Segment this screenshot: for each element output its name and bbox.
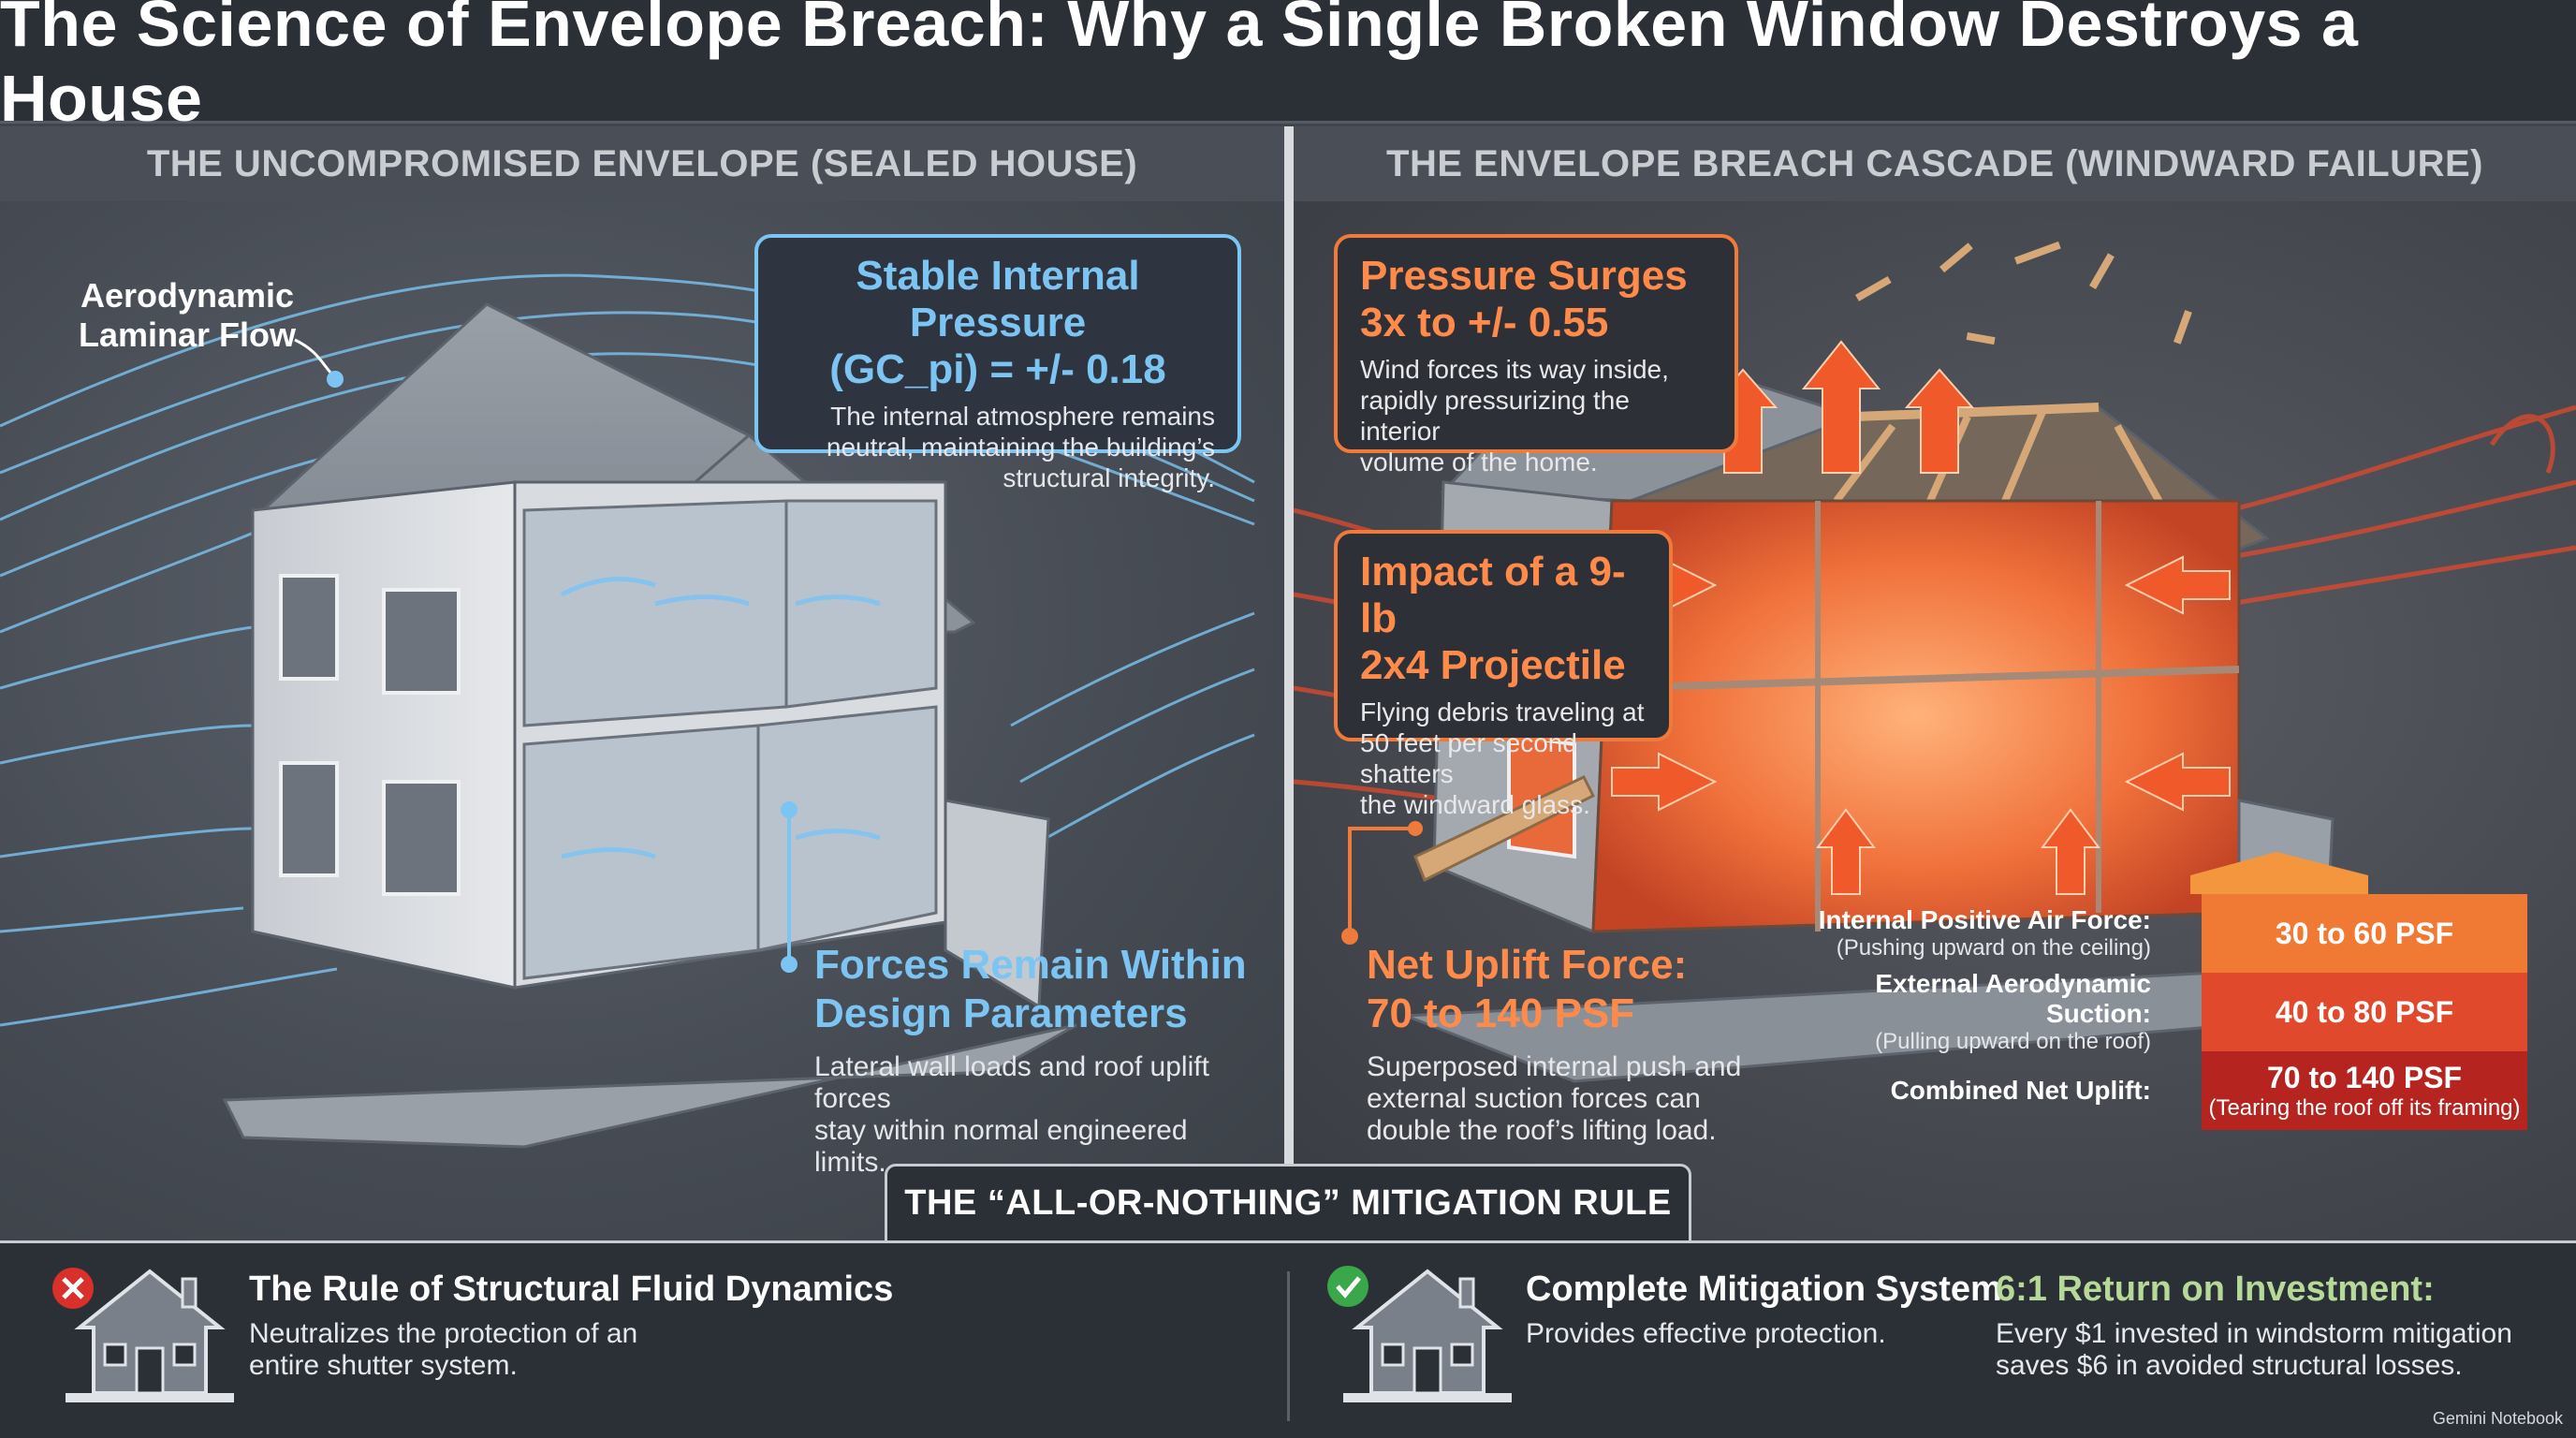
footer-icons: [52, 1266, 1512, 1402]
force-row-value: 40 to 80 PSF: [2202, 973, 2527, 1051]
force-row-external: External Aerodynamic Suction: (Pulling u…: [1769, 969, 2527, 1054]
stable-pressure-desc-2: neutral, maintaining the building’s: [826, 433, 1215, 462]
stable-pressure-title-2: (GC_pi) = +/- 0.18: [829, 346, 1166, 392]
design-parameters-desc-2: stay within normal engineered limits.: [814, 1115, 1188, 1178]
panel-divider: [1284, 126, 1294, 1240]
page-title: The Science of Envelope Breach: Why a Si…: [0, 0, 2359, 135]
projectile-impact-desc-1: Flying debris traveling at: [1360, 697, 1645, 726]
force-row-value-text: 70 to 140 PSF: [2266, 1060, 2463, 1094]
force-row-label: Internal Positive Air Force:: [1818, 905, 2151, 934]
net-uplift-title-1: Net Uplift Force:: [1367, 942, 1688, 988]
pressure-surge-callout: Pressure Surges 3x to +/- 0.55 Wind forc…: [1334, 234, 1738, 477]
force-row-value-sub: (Tearing the roof off its framing): [2208, 1094, 2521, 1121]
force-row-value: 70 to 140 PSF (Tearing the roof off its …: [2202, 1051, 2527, 1130]
projectile-impact-desc-3: the windward glass.: [1360, 790, 1590, 819]
projectile-impact-title-2: 2x4 Projectile: [1360, 642, 1626, 688]
projectile-2x4: [1413, 775, 1596, 883]
flow-label-line1: Aerodynamic: [80, 276, 295, 315]
watermark: Gemini Notebook: [2432, 1409, 2563, 1428]
design-parameters-title-1: Forces Remain Within: [814, 942, 1247, 988]
pressure-surge-title-1: Pressure Surges: [1360, 253, 1688, 299]
projectile-impact-callout: Impact of a 9-lb 2x4 Projectile Flying d…: [1334, 530, 1673, 819]
right-panel-header: THE ENVELOPE BREACH CASCADE (WINDWARD FA…: [1294, 126, 2576, 201]
pressure-surge-desc-2: rapidly pressurizing the interior: [1360, 386, 1630, 446]
force-table-roof-cap: [2190, 852, 2368, 894]
net-uplift-block: Net Uplift Force: 70 to 140 PSF Superpos…: [1367, 941, 1778, 1147]
force-row-value: 30 to 60 PSF: [2202, 894, 2527, 973]
force-row-value-text: 40 to 80 PSF: [2275, 994, 2454, 1029]
pressure-surge-desc-3: volume of the home.: [1360, 448, 1598, 477]
interior-airflow-arrows: [560, 577, 881, 859]
house-structure: [222, 302, 1077, 1149]
net-uplift-desc-3: double the roof’s lifting load.: [1367, 1115, 1717, 1146]
pressure-surge-title-2: 3x to +/- 0.55: [1360, 300, 1609, 345]
design-parameters-block: Forces Remain Within Design Parameters L…: [814, 941, 1264, 1179]
uplift-leader-dot-top: [1408, 821, 1423, 836]
roi-desc-2: saves $6 in avoided structural losses.: [1996, 1350, 2463, 1381]
stable-pressure-desc-1: The internal atmosphere remains: [830, 402, 1215, 431]
stable-pressure-callout: Stable Internal Pressure (GC_pi) = +/- 0…: [754, 234, 1241, 492]
net-uplift-title-2: 70 to 140 PSF: [1367, 990, 1635, 1036]
flow-leader-line: [294, 338, 334, 376]
fluid-dynamics-rule-desc: Neutralizes the protection of an entire …: [249, 1318, 637, 1382]
force-row-internal: Internal Positive Air Force: (Pushing up…: [1769, 894, 2527, 973]
net-uplift-desc-1: Superposed internal push and: [1367, 1051, 1742, 1082]
forces-leader-dot-top: [781, 801, 798, 818]
fluid-dynamics-desc-1: Neutralizes the protection of an: [249, 1318, 638, 1349]
flow-label-line2: Laminar Flow: [79, 315, 297, 354]
footer: The Rule of Structural Fluid Dynamics Ne…: [0, 1240, 2576, 1438]
net-uplift-desc-2: external suction forces can: [1367, 1083, 1701, 1114]
mitigation-rule-tab: THE “ALL-OR-NOTHING” MITIGATION RULE: [885, 1164, 1691, 1240]
complete-mitigation-title: Complete Mitigation System: [1526, 1269, 2002, 1309]
forces-leader-dot-bottom: [781, 956, 798, 973]
laminar-flow-label: Aerodynamic Laminar Flow: [79, 276, 296, 355]
force-row-sub: (Pushing upward on the ceiling): [1836, 935, 2151, 961]
flow-leader-dot: [327, 371, 344, 388]
house-icon-pass: [1343, 1269, 1512, 1402]
force-row-sub: (Pulling upward on the roof): [1875, 1029, 2151, 1054]
uplift-leader-dot-bottom: [1341, 928, 1358, 945]
roi-desc-1: Every $1 invested in windstorm mitigatio…: [1996, 1318, 2512, 1349]
stable-pressure-title-1: Stable Internal Pressure: [856, 253, 1140, 345]
stable-pressure-desc-3: structural integrity.: [1003, 463, 1215, 492]
pressure-surge-desc-1: Wind forces its way inside,: [1360, 355, 1669, 384]
fluid-dynamics-rule-title: The Rule of Structural Fluid Dynamics: [249, 1269, 894, 1309]
uplift-leader-line: [1348, 827, 1415, 936]
left-panel-header: THE UNCOMPROMISED ENVELOPE (SEALED HOUSE…: [0, 126, 1284, 201]
check-pass-icon: [1327, 1266, 1368, 1307]
sealed-house-illustration: [0, 273, 1255, 1149]
force-row-combined: Combined Net Uplift: 70 to 140 PSF (Tear…: [1769, 1051, 2527, 1130]
force-row-label: Combined Net Uplift:: [1890, 1076, 2151, 1105]
flying-debris: [1855, 241, 2192, 345]
x-fail-icon: [52, 1268, 94, 1309]
title-bar: The Science of Envelope Breach: Why a Si…: [0, 0, 2576, 135]
roi-desc: Every $1 invested in windstorm mitigatio…: [1996, 1318, 2512, 1382]
roi-title: 6:1 Return on Investment:: [1996, 1269, 2435, 1309]
projectile-impact-title-1: Impact of a 9-lb: [1360, 549, 1626, 641]
design-parameters-title-2: Design Parameters: [814, 990, 1188, 1036]
design-parameters-desc-1: Lateral wall loads and roof uplift force…: [814, 1051, 1209, 1114]
fluid-dynamics-desc-2: entire shutter system.: [249, 1350, 518, 1381]
footer-divider: [1287, 1271, 1290, 1421]
force-row-label: External Aerodynamic Suction:: [1875, 969, 2151, 1028]
complete-mitigation-desc: Provides effective protection.: [1526, 1318, 1886, 1349]
projectile-impact-desc-2: 50 feet per second shatters: [1360, 728, 1577, 788]
force-row-value-text: 30 to 60 PSF: [2275, 916, 2454, 950]
house-icon-fail: [66, 1269, 234, 1402]
